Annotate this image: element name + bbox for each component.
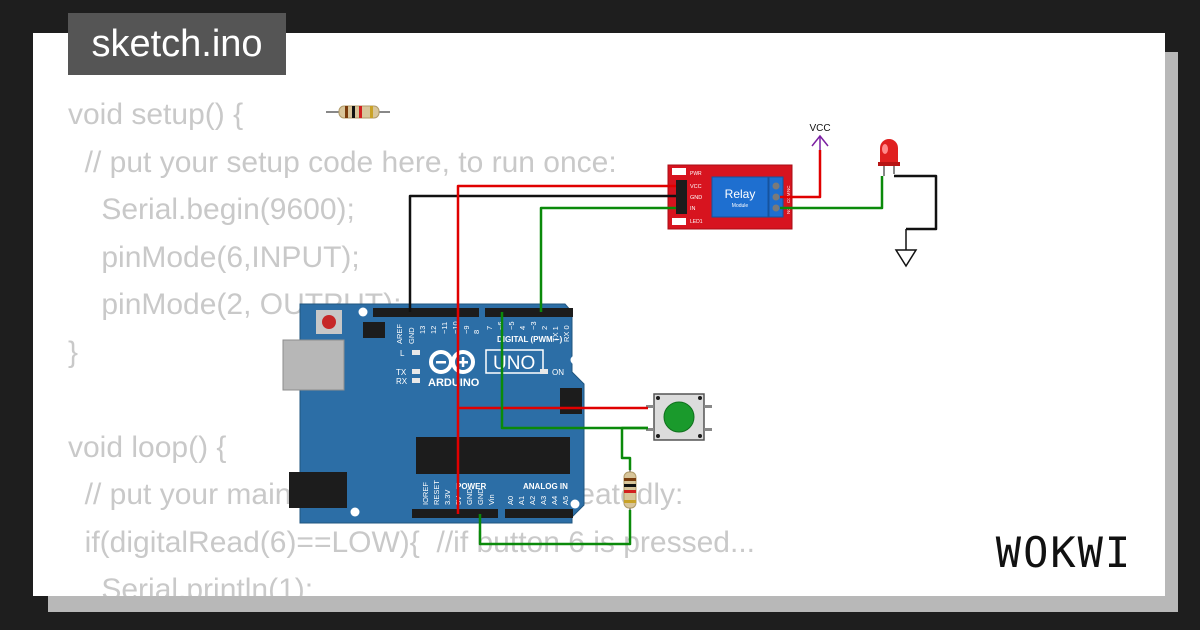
led-rx (412, 378, 420, 383)
led-tx (412, 369, 420, 374)
code-line: } (68, 335, 79, 369)
relay-terminal-label: NC (786, 185, 791, 192)
relay-box (711, 176, 769, 218)
led-label: TX (396, 368, 407, 377)
pin-label: AREF (395, 324, 404, 344)
pin-label: GND (465, 488, 474, 505)
file-name-tab[interactable]: sketch.ino (68, 13, 286, 75)
wire-5v-relay (456, 184, 676, 514)
pin-label: 2 (540, 326, 549, 330)
pin-label: A3 (539, 496, 548, 505)
arduino-logo (429, 350, 475, 374)
relay-title: Relay (725, 187, 756, 201)
code-line: Serial.begin(9600); (68, 193, 355, 226)
power-header (412, 509, 498, 518)
code-line: // put your setup code here, to run once… (68, 145, 617, 179)
pin-label: A2 (528, 496, 537, 505)
led-label: L (400, 349, 405, 358)
wokwi-logo: WOKWI (996, 528, 1132, 577)
pin-label: 3.3V (443, 490, 452, 505)
pin-label: 12 (429, 326, 438, 334)
pin-label: A1 (517, 496, 526, 505)
resistor-pulldown[interactable] (623, 460, 637, 520)
resistor-top[interactable] (326, 105, 390, 119)
wire-button-resistor (620, 426, 648, 470)
relay-module[interactable]: PWR LED1 VCC GND IN Relay Module NO COM … (667, 164, 793, 230)
pin-label: RESET (432, 480, 441, 505)
atmega-chip (416, 437, 570, 474)
pin-label: A4 (550, 496, 559, 505)
pin-label: ~6 (496, 321, 505, 330)
wire-resistor-gnd (478, 510, 632, 546)
preview-card: void setup() { // put your setup code he… (33, 33, 1165, 596)
pin-label: 13 (418, 326, 427, 334)
analog-header (505, 509, 573, 518)
vcc-label: VCC (809, 123, 830, 134)
led-l (412, 350, 420, 355)
code-line: void loop() { (68, 430, 227, 464)
pin-label: IOREF (421, 482, 430, 505)
analog-header-label: ANALOG IN (523, 482, 568, 491)
code-line: Serial.println(1); (68, 573, 314, 596)
relay-pin-label: VCC (690, 184, 702, 190)
ground-symbol[interactable] (894, 229, 918, 268)
arduino-uno-board[interactable]: AREF GND 13 12 ~11 ~10 ~9 8 7 ~6 ~5 4 ~3… (282, 303, 585, 524)
pin-label: 8 (472, 330, 481, 334)
pin-label: A0 (506, 496, 515, 505)
reset-button[interactable] (322, 315, 336, 329)
pin-label: TX 1 (551, 326, 560, 342)
pin-label: ~11 (440, 322, 449, 334)
pin-label: 7 (485, 326, 494, 330)
wire-in-relay (539, 206, 676, 312)
pin-label: Vin (487, 494, 496, 505)
power-jack (289, 472, 347, 508)
relay-indicator-label: PWR (690, 171, 702, 177)
relay-pin-label: IN (690, 206, 696, 212)
led-label: ON (552, 368, 564, 377)
led-on (540, 369, 548, 374)
digital-header-label: DIGITAL (PWM ~) (497, 335, 563, 344)
relay-indicator-label: LED1 (690, 219, 703, 225)
pin-label: ~10 (451, 321, 460, 334)
pin-label: ~3 (529, 321, 538, 330)
relay-subtitle: Module (732, 203, 749, 209)
arduino-brand: ARDUINO (428, 377, 480, 389)
code-line: if(digitalRead(6)==LOW){ //if button 6 i… (68, 525, 755, 559)
digital-header-left (373, 308, 479, 317)
digital-header-right (485, 308, 573, 317)
vcc-power-symbol[interactable]: VCC (809, 123, 831, 150)
pin-label: RX 0 (562, 325, 571, 342)
red-led[interactable] (878, 139, 900, 176)
relay-pin-label: GND (690, 195, 702, 201)
led-label: RX (396, 377, 408, 386)
code-line: pinMode(6,INPUT); (68, 240, 360, 274)
pin-label: ~5 (507, 321, 516, 330)
wire-no-led (780, 176, 884, 210)
wire-pin6-button (500, 312, 648, 430)
code-line: void setup() { (68, 98, 244, 131)
green-pushbutton[interactable] (646, 393, 712, 441)
power-header-label: POWER (456, 482, 486, 491)
pin-label: GND (407, 327, 416, 344)
pin-label: A5 (561, 496, 570, 505)
wire-led-ground (894, 174, 938, 231)
pin-label: GND (476, 488, 485, 505)
usb-port (282, 339, 345, 391)
pin-label: ~9 (462, 325, 471, 334)
wire-vcc-com (780, 150, 822, 199)
code-preview: void setup() { // put your setup code he… (68, 91, 755, 596)
arduino-model: UNO (493, 353, 535, 374)
pin-label: 4 (518, 326, 527, 330)
wire-gnd-relay (408, 194, 676, 312)
relay-pin-header (676, 180, 687, 214)
wokwi-logo-text: WOKWI (996, 528, 1132, 577)
wires (408, 150, 938, 546)
relay-terminal-label: NO (786, 207, 791, 214)
